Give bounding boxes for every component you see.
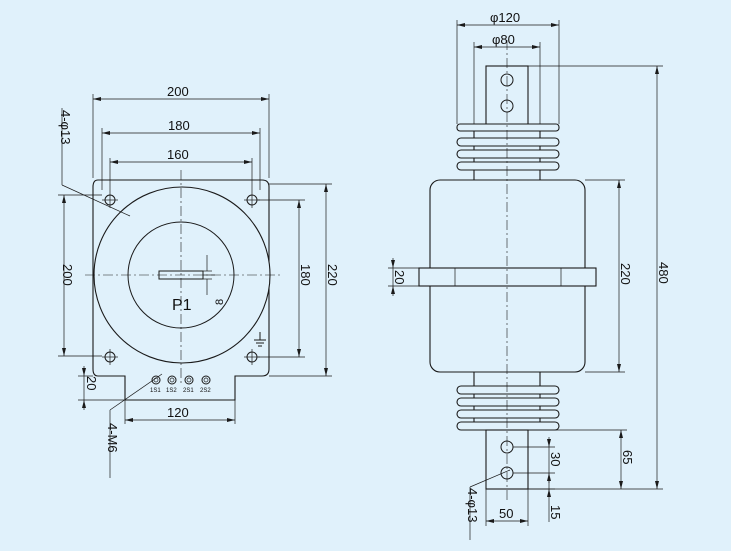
dim-side-65: 65 [620,450,635,464]
dim-offset-20: 20 [84,376,99,390]
secondary-terminal: 2S2 [200,375,211,394]
mounting-hole [102,192,118,208]
dim-height-220: 220 [325,264,340,286]
dim-width-180: 180 [168,118,190,133]
svg-text:2S2: 2S2 [200,388,211,394]
dim-side-30: 30 [548,452,563,466]
dim-side-220: 220 [618,263,633,285]
svg-text:1S1: 1S1 [150,388,161,394]
dim-dia-120: φ120 [490,10,520,25]
top-insulator [456,123,560,181]
mounting-hole [102,349,118,365]
bolts-label: 4-M6 [105,423,120,453]
mount-holes-label: 4-φ13 [58,110,73,144]
mounting-flange [418,267,597,287]
dim-height-200: 200 [60,264,75,286]
dim-dia-80: φ80 [492,32,515,47]
svg-text:1S2: 1S2 [166,388,177,394]
dim-height-180: 180 [298,264,313,286]
bottom-insulator [456,371,560,431]
front-view: 8 P1 1S1 [58,84,340,478]
side-view: φ120 φ80 220 480 20 65 30 [388,10,671,540]
secondary-terminal: 1S2 [166,375,177,394]
ground-icon [254,332,266,347]
slot-dim-label: 8 [214,299,226,305]
dim-width-120: 120 [167,405,189,420]
dim-width-200: 200 [167,84,189,99]
mounting-hole [244,349,260,365]
dim-side-50: 50 [499,506,513,521]
side-holes-label: 4-φ13 [465,488,480,522]
secondary-terminal: 2S1 [183,375,194,394]
dim-flange-20: 20 [392,270,407,284]
dim-side-15: 15 [548,505,563,519]
dim-width-160: 160 [167,147,189,162]
primary-terminal-label: P1 [172,297,192,314]
mounting-hole [244,192,260,208]
dim-side-480: 480 [656,262,671,284]
svg-text:2S1: 2S1 [183,388,194,394]
